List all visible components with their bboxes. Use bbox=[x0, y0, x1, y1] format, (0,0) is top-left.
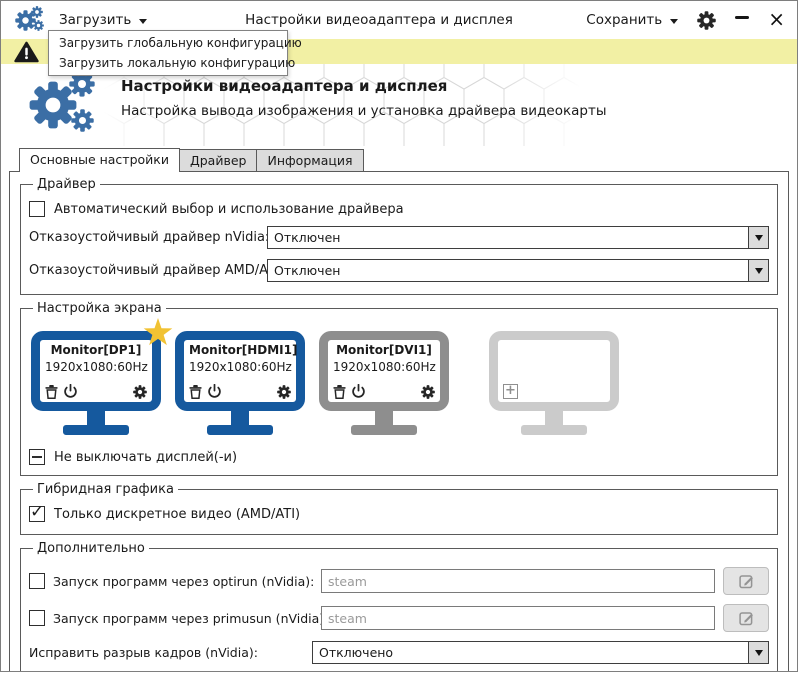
monitor-name: Monitor[HDMI1] bbox=[189, 343, 298, 357]
group-driver-legend: Драйвер bbox=[37, 177, 96, 192]
minimize-icon[interactable] bbox=[735, 15, 750, 19]
hexagon-fade bbox=[104, 64, 184, 146]
chevron-down-icon bbox=[139, 18, 148, 24]
app-logo-gears-icon bbox=[15, 6, 44, 31]
monitor-card-empty[interactable]: + bbox=[489, 331, 619, 435]
page-header: Настройки видеоадаптера и дисплея Настро… bbox=[1, 64, 797, 146]
tearfix-label: Исправить разрыв кадров (nVidia): bbox=[29, 645, 258, 660]
monitor-gear-icon[interactable] bbox=[421, 384, 435, 399]
group-driver: Драйвер Автоматический выбор и использов… bbox=[20, 177, 778, 295]
primusun-label: Запуск программ через primusun (nVidia): bbox=[53, 610, 329, 626]
hexagon-fade bbox=[496, 64, 581, 146]
monitor-card-hdmi1[interactable]: Monitor[HDMI1] 1920x1080:60Hz bbox=[175, 331, 305, 435]
window-title: Настройки видеоадаптера и дисплея bbox=[245, 12, 513, 28]
trash-icon[interactable] bbox=[45, 384, 58, 399]
menu-item-load-global[interactable]: Загрузить глобальную конфигурацию bbox=[59, 36, 302, 50]
page-title: Настройки видеоадаптера и дисплея bbox=[121, 77, 448, 95]
monitor-mode: 1920x1080:60Hz bbox=[189, 360, 292, 374]
dropdown-arrow-icon[interactable] bbox=[748, 227, 768, 248]
auto-driver-checkbox[interactable] bbox=[29, 201, 45, 217]
tearfix-value: Отключено bbox=[319, 645, 394, 660]
monitor-mode: 1920x1080:60Hz bbox=[333, 360, 436, 374]
power-icon[interactable] bbox=[207, 384, 222, 399]
trash-icon[interactable] bbox=[333, 384, 346, 399]
group-screen-setup: Настройка экрана Monitor[DP1] 1920x1080:… bbox=[20, 301, 778, 476]
discrete-only-label: Только дискретное видео (AMD/ATI) bbox=[54, 506, 301, 522]
group-extra: Дополнительно Запуск программ через opti… bbox=[20, 541, 778, 671]
monitor-gear-icon[interactable] bbox=[277, 384, 291, 399]
keep-display-on-label: Не выключать дисплей(-и) bbox=[54, 449, 238, 465]
amd-failsafe-label: Отказоустойчивый драйвер AMD/ATI: bbox=[29, 263, 284, 278]
power-icon[interactable] bbox=[351, 384, 366, 399]
menu-item-load-local[interactable]: Загрузить локальную конфигурацию bbox=[59, 56, 296, 70]
tab-main-settings[interactable]: Основные настройки bbox=[19, 148, 180, 172]
group-extra-legend: Дополнительно bbox=[37, 541, 145, 556]
group-screen-legend: Настройка экрана bbox=[37, 301, 162, 316]
warning-triangle-icon bbox=[14, 41, 39, 62]
primusun-input[interactable] bbox=[321, 606, 715, 630]
optirun-edit-button[interactable] bbox=[723, 567, 769, 595]
discrete-only-checkbox[interactable] bbox=[29, 502, 45, 522]
nvidia-failsafe-select[interactable]: Отключен bbox=[267, 226, 769, 249]
tab-bar: Основные настройки Драйвер Информация bbox=[1, 146, 797, 172]
trash-icon[interactable] bbox=[189, 384, 202, 399]
chevron-down-icon bbox=[670, 18, 679, 24]
save-menu-label: Сохранить bbox=[586, 12, 663, 28]
nvidia-failsafe-value: Отключен bbox=[274, 230, 341, 245]
monitor-row: Monitor[DP1] 1920x1080:60Hz Monitor[HDMI… bbox=[31, 317, 767, 435]
optirun-checkbox[interactable] bbox=[29, 573, 45, 589]
edit-pencil-icon bbox=[738, 574, 753, 588]
dropdown-arrow-icon[interactable] bbox=[748, 260, 768, 281]
primusun-edit-button[interactable] bbox=[723, 604, 769, 632]
load-menu-button[interactable]: Загрузить bbox=[59, 12, 148, 28]
monitor-card-dp1[interactable]: Monitor[DP1] 1920x1080:60Hz bbox=[31, 317, 173, 435]
close-icon[interactable]: × bbox=[768, 6, 785, 31]
power-icon[interactable] bbox=[63, 384, 78, 399]
main-panel: Драйвер Автоматический выбор и использов… bbox=[9, 171, 789, 671]
settings-gear-icon[interactable] bbox=[697, 10, 716, 30]
load-menu-label: Загрузить bbox=[59, 12, 132, 28]
edit-pencil-icon bbox=[738, 611, 753, 625]
primary-star-icon bbox=[143, 317, 173, 346]
monitor-card-dvi1[interactable]: Monitor[DVI1] 1920x1080:60Hz bbox=[319, 331, 449, 435]
tab-driver[interactable]: Драйвер bbox=[178, 149, 258, 171]
group-hybrid-legend: Гибридная графика bbox=[37, 482, 174, 497]
monitor-name: Monitor[DP1] bbox=[50, 343, 142, 357]
dropdown-arrow-icon[interactable] bbox=[748, 642, 768, 663]
load-dropdown-menu: Загрузить глобальную конфигурацию Загруз… bbox=[48, 30, 302, 76]
save-menu-button[interactable]: Сохранить bbox=[586, 12, 679, 28]
primusun-checkbox[interactable] bbox=[29, 610, 45, 626]
monitor-gear-icon[interactable] bbox=[133, 384, 147, 399]
optirun-label: Запуск программ через optirun (nVidia): bbox=[53, 573, 315, 589]
page-subtitle: Настройка вывода изображения и установка… bbox=[121, 103, 607, 119]
auto-driver-label: Автоматический выбор и использование дра… bbox=[54, 201, 404, 217]
monitor-mode: 1920x1080:60Hz bbox=[45, 360, 148, 374]
tearfix-select[interactable]: Отключено bbox=[312, 641, 769, 664]
tab-information[interactable]: Информация bbox=[256, 149, 364, 171]
nvidia-failsafe-label: Отказоустойчивый драйвер nVidia: bbox=[29, 230, 270, 245]
monitor-name: Monitor[DVI1] bbox=[336, 343, 432, 357]
group-hybrid-graphics: Гибридная графика Только дискретное виде… bbox=[20, 482, 778, 535]
amd-failsafe-select[interactable]: Отключен bbox=[267, 259, 769, 282]
keep-display-on-checkbox[interactable] bbox=[29, 449, 45, 465]
optirun-input[interactable] bbox=[321, 569, 715, 593]
add-monitor-icon[interactable]: + bbox=[503, 384, 518, 399]
header-gears-icon bbox=[29, 71, 95, 132]
amd-failsafe-value: Отключен bbox=[274, 263, 341, 278]
